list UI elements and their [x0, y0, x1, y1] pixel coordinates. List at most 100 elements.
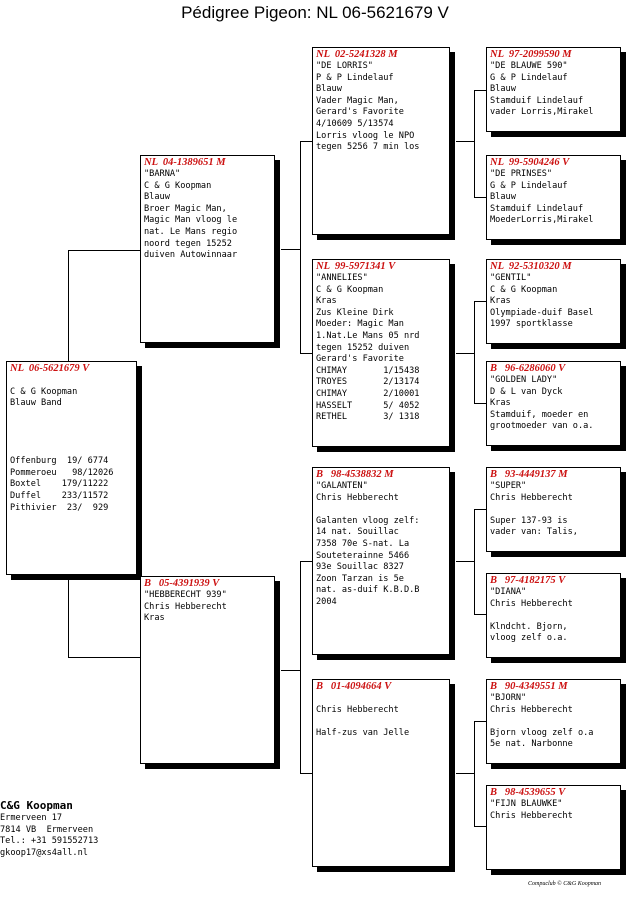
card-ds-dam[interactable]: B 97-4182175 V"DIANA"Chris Hebberecht Kl… — [486, 573, 621, 658]
card-line: tegen 5256 7 min los — [316, 142, 420, 153]
card-dd-sire[interactable]: B 90-4349551 M"BJORN"Chris Hebberecht Bj… — [486, 679, 621, 764]
connector-line — [68, 657, 140, 658]
card-line: nat. as-duif K.B.D.B — [316, 585, 420, 596]
card-line: 1.Nat.Le Mans 05 nrd — [316, 330, 420, 341]
connector-line — [456, 773, 474, 774]
card-line: Chris Hebberecht — [490, 492, 573, 503]
owner-block: C&G Koopman Ermerveen 17 7814 VB Ermerve… — [0, 799, 98, 859]
ring-number: NL 97-2099590 M — [490, 49, 572, 60]
connector-line — [474, 509, 486, 510]
card-dam[interactable]: B 05-4391939 V"HEBBERECHT 939"Chris Hebb… — [140, 576, 275, 764]
card-line: Gerard's Favorite — [316, 354, 404, 365]
card-line: Stamduif Lindelauf — [490, 203, 584, 214]
card-line: vader Lorris,Mirakel — [490, 107, 594, 118]
connector-line — [474, 90, 475, 198]
card-line: "ANNELIES" — [316, 273, 368, 283]
owner-phone: Tel.: +31 591552713 — [0, 836, 99, 847]
card-line: grootmoeder van o.a. — [490, 421, 594, 432]
card-line: Pommeroeu 98/12026 — [10, 467, 114, 478]
card-line: Chris Hebberecht — [316, 704, 399, 715]
card-line — [7, 421, 136, 433]
card-line: "HEBBERECHT 939" — [144, 590, 227, 600]
card-line: Zoon Tarzan is 5e — [316, 573, 404, 584]
ring-number: B 98-4539655 V — [490, 787, 566, 798]
card-line: vloog zelf o.a. — [490, 633, 568, 644]
card-line: 93e Souillac 8327 — [316, 562, 404, 573]
card-line: Gerard's Favorite — [316, 107, 404, 118]
card-sd-dam[interactable]: B 96-6286060 V"GOLDEN LADY"D & L van Dyc… — [486, 361, 621, 446]
connector-line — [474, 614, 486, 615]
card-ss-sire[interactable]: NL 97-2099590 M"DE BLAUWE 590"G & P Lind… — [486, 47, 621, 132]
card-ss-dam[interactable]: NL 99-5904246 V"DE PRINSES"G & P Lindela… — [486, 155, 621, 240]
connector-line — [456, 141, 474, 142]
connector-line — [474, 301, 475, 404]
connector-line — [474, 403, 486, 404]
card-line: Blauw — [144, 192, 170, 203]
card-line: "DE PRINSES" — [490, 169, 553, 179]
card-line: "DE BLAUWE 590" — [490, 61, 568, 71]
card-line — [7, 375, 136, 387]
card-line: Half-zus van Jelle — [316, 727, 410, 738]
connector-line — [474, 197, 486, 198]
page-title: Pédigree Pigeon: NL 06-5621679 V — [181, 3, 449, 22]
card-line: "FIJN BLAUWKE" — [490, 799, 563, 809]
card-line: TROYES 2/13174 — [316, 377, 420, 388]
card-sire-sire[interactable]: NL 02-5241328 M"DE LORRIS"P & P Lindelau… — [312, 47, 450, 235]
card-line — [487, 610, 620, 622]
connector-line — [68, 575, 69, 658]
card-line: RETHEL 3/ 1318 — [316, 412, 420, 423]
ring-number: B 93-4449137 M — [490, 469, 568, 480]
card-line: "DE LORRIS" — [316, 61, 373, 71]
card-line: Kras — [144, 613, 165, 624]
card-line: Chris Hebberecht — [490, 704, 573, 715]
card-line: "GALANTEN" — [316, 481, 368, 491]
card-line: Boxtel 179/11222 — [10, 479, 109, 490]
card-line: "DIANA" — [490, 587, 527, 597]
card-line: Bjorn vloog zelf o.a — [490, 727, 594, 738]
connector-line — [474, 90, 486, 91]
connector-line — [300, 141, 301, 354]
card-line: noord tegen 15252 — [144, 238, 232, 249]
card-line: vader van: Talis, — [490, 527, 578, 538]
card-line — [313, 716, 449, 728]
ring-number: B 05-4391939 V — [144, 578, 220, 589]
card-dam-dam[interactable]: B 01-4094664 V Chris Hebberecht Half-zus… — [312, 679, 450, 867]
card-line: Magic Man vloog le — [144, 215, 238, 226]
card-line: Duffel 233/11572 — [10, 490, 109, 501]
card-line: Blauw — [316, 84, 342, 95]
card-ds-sire[interactable]: B 93-4449137 M"SUPER"Chris Hebberecht Su… — [486, 467, 621, 552]
card-line: Kras — [490, 296, 511, 307]
card-line: Chris Hebberecht — [144, 601, 227, 612]
connector-line — [474, 301, 486, 302]
card-line: MoederLorris,Mirakel — [490, 215, 594, 226]
connector-line — [300, 353, 312, 354]
card-line: G & P Lindelauf — [490, 72, 568, 83]
card-dd-dam[interactable]: B 98-4539655 V"FIJN BLAUWKE"Chris Hebber… — [486, 785, 621, 870]
card-line: Blauw — [490, 192, 516, 203]
card-line: Offenburg 19/ 6774 — [10, 456, 109, 467]
card-line: Souteterainne 5466 — [316, 550, 410, 561]
card-line: "GOLDEN LADY" — [490, 375, 558, 385]
card-line: Lorris vloog le NPO — [316, 130, 415, 141]
card-line: Moeder: Magic Man — [316, 319, 404, 330]
connector-line — [474, 509, 475, 615]
ring-number: NL 99-5904246 V — [490, 157, 570, 168]
card-line: "BARNA" — [144, 169, 181, 179]
card-dam-sire[interactable]: B 98-4538832 M"GALANTEN"Chris Hebberecht… — [312, 467, 450, 655]
card-line: 5e nat. Narbonne — [490, 739, 573, 750]
owner-email[interactable]: gkoop17@xs4all.nl — [0, 847, 88, 858]
card-line: HASSELT 5/ 4052 — [316, 400, 420, 411]
card-line: C & G Koopman — [316, 284, 384, 295]
footer-credit: Compuclub © C&G Koopman — [528, 881, 602, 887]
card-line: Kras — [316, 296, 337, 307]
connector-line — [474, 721, 475, 827]
card-line — [7, 445, 136, 457]
card-line: 14 nat. Souillac — [316, 527, 399, 538]
card-line: Vader Magic Man, — [316, 95, 399, 106]
card-line: Zus Kleine Dirk — [316, 307, 394, 318]
card-line: Chris Hebberecht — [490, 598, 573, 609]
